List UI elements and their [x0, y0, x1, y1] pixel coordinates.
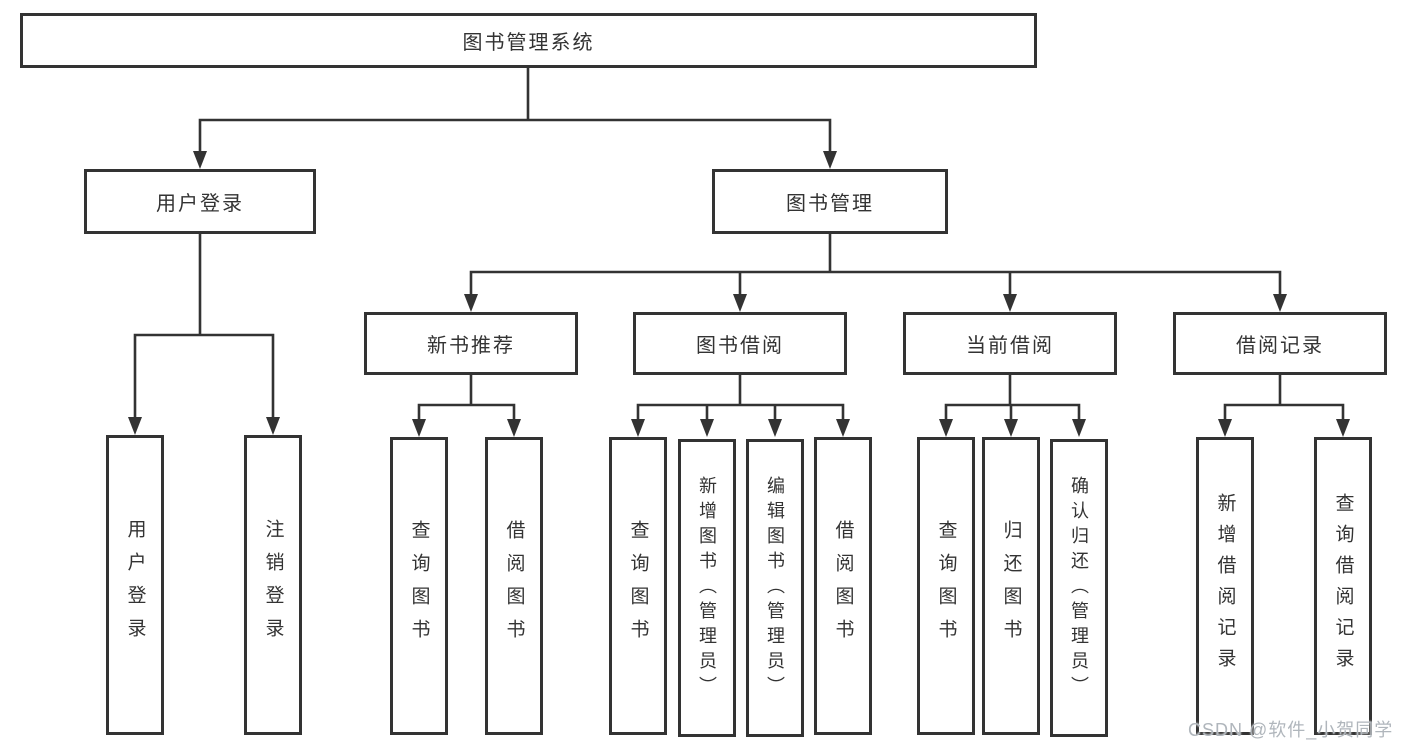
leaf-borrow-books-2: 借阅图书: [814, 437, 872, 735]
leaf-edit-books-admin: 编辑图书（管理员）: [746, 439, 804, 737]
leaf-logout: 注销登录: [244, 435, 302, 735]
node-root-system: 图书管理系统: [20, 13, 1037, 68]
node-current-borrow: 当前借阅: [903, 312, 1117, 375]
leaf-query-books-2: 查询图书: [609, 437, 667, 735]
leaf-query-books-1: 查询图书: [390, 437, 448, 735]
node-borrow-records: 借阅记录: [1173, 312, 1387, 375]
node-user-login: 用户登录: [84, 169, 316, 234]
node-book-management: 图书管理: [712, 169, 948, 234]
leaf-query-borrow-record: 查询借阅记录: [1314, 437, 1372, 735]
csdn-watermark: CSDN @软件_小贺同学: [1188, 720, 1394, 740]
arrowheads: [128, 151, 1350, 437]
node-new-book-recommend: 新书推荐: [364, 312, 578, 375]
leaf-add-books-admin: 新增图书（管理员）: [678, 439, 736, 737]
leaf-confirm-return-admin: 确认归还（管理员）: [1050, 439, 1108, 737]
node-book-borrow: 图书借阅: [633, 312, 847, 375]
leaf-borrow-books-1: 借阅图书: [485, 437, 543, 735]
leaf-user-login: 用户登录: [106, 435, 164, 735]
leaf-query-books-3: 查询图书: [917, 437, 975, 735]
leaf-return-books: 归还图书: [982, 437, 1040, 735]
leaf-add-borrow-record: 新增借阅记录: [1196, 437, 1254, 735]
